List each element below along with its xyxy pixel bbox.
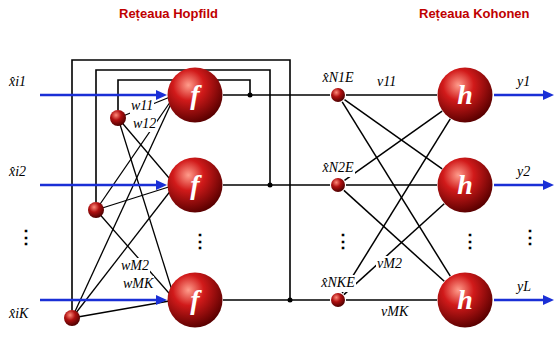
connection-line (346, 299, 437, 301)
connection-line (344, 204, 444, 295)
kohonen-neuron: h (437, 272, 493, 328)
weight-label: vMK (380, 304, 409, 320)
connection-line (345, 100, 443, 169)
output-dot (331, 178, 345, 192)
arrow-head (543, 180, 554, 190)
weight-label: wM2 (120, 258, 150, 274)
weight-label: w12 (132, 116, 157, 132)
ellipsis: ⋮ (333, 232, 353, 250)
arrow-head (156, 90, 167, 100)
output-node: x̂N1E (321, 70, 354, 103)
output-node: x̂N2E (321, 160, 354, 193)
neuron-shape (168, 158, 223, 213)
arrow-head (156, 295, 167, 305)
activation-symbol: f (190, 286, 199, 314)
ellipsis: ⋮ (190, 232, 210, 250)
signal-label: x̂NKE (320, 275, 355, 292)
connection-line (223, 94, 330, 96)
kohonen-neuron: h (437, 67, 493, 123)
activation-symbol: h (457, 286, 473, 314)
input-label: x̂i2 (8, 164, 27, 180)
neuron-shape (168, 68, 223, 123)
output-arrow (494, 184, 544, 187)
network-title: Rețeaua Kohonen (418, 7, 531, 22)
input-arrow (40, 94, 158, 97)
arrow-head (156, 180, 167, 190)
connection-line (223, 184, 330, 186)
neuron-circle: f (167, 157, 223, 213)
feedback-node (110, 110, 126, 126)
network-title: Rețeaua Hopfild (118, 7, 219, 22)
weight-label: vM2 (376, 256, 403, 272)
ellipsis: ⋮ (16, 228, 36, 246)
neuron-shape (168, 273, 223, 328)
arrow-head (543, 90, 554, 100)
activation-symbol: f (190, 171, 199, 199)
output-dot (330, 292, 346, 308)
connection-line (346, 184, 437, 186)
weight-line (96, 185, 175, 210)
weight-line (72, 185, 175, 318)
weight-label: wMK (122, 276, 154, 292)
signal-label: x̂N1E (321, 70, 354, 87)
neuron-shape (438, 158, 493, 213)
kohonen-neuron: h (437, 157, 493, 213)
activation-symbol: h (457, 171, 473, 199)
output-label: y2 (516, 164, 531, 180)
connection-line (346, 94, 437, 96)
weight-line (96, 95, 175, 210)
neuron-circle: f (167, 67, 223, 123)
output-node: x̂NKE (320, 275, 355, 308)
output-dot (331, 293, 345, 307)
output-arrow (494, 94, 544, 97)
input-label: x̂iK (8, 306, 29, 322)
input-label: x̂i1 (8, 74, 27, 90)
feedback-node (64, 310, 80, 326)
output-dot (330, 177, 346, 193)
connection-line (223, 299, 330, 301)
ellipsis: ⋮ (520, 228, 540, 246)
output-dot (330, 87, 346, 103)
input-arrow (40, 184, 158, 187)
weight-line (96, 210, 175, 300)
weight-line (118, 118, 175, 300)
output-label: yL (516, 279, 532, 295)
weight-label: v11 (376, 74, 397, 90)
connection-line (344, 190, 444, 281)
neuron-shape (438, 68, 493, 123)
feedback-node (88, 202, 104, 218)
activation-symbol: h (457, 81, 473, 109)
connection-line (342, 119, 450, 293)
input-arrow (40, 299, 158, 302)
arrow-head (543, 295, 554, 305)
output-dot (331, 88, 345, 102)
ellipsis: ⋮ (460, 232, 480, 250)
weight-label: w11 (130, 98, 154, 114)
weight-line (72, 95, 175, 318)
connection-line (342, 102, 450, 276)
signal-label: x̂N2E (321, 160, 354, 177)
activation-symbol: f (190, 81, 199, 109)
output-label: y1 (516, 74, 531, 90)
output-arrow (494, 299, 544, 302)
connection-line (345, 111, 443, 180)
neuron-circle: f (167, 272, 223, 328)
neuron-shape (438, 273, 493, 328)
